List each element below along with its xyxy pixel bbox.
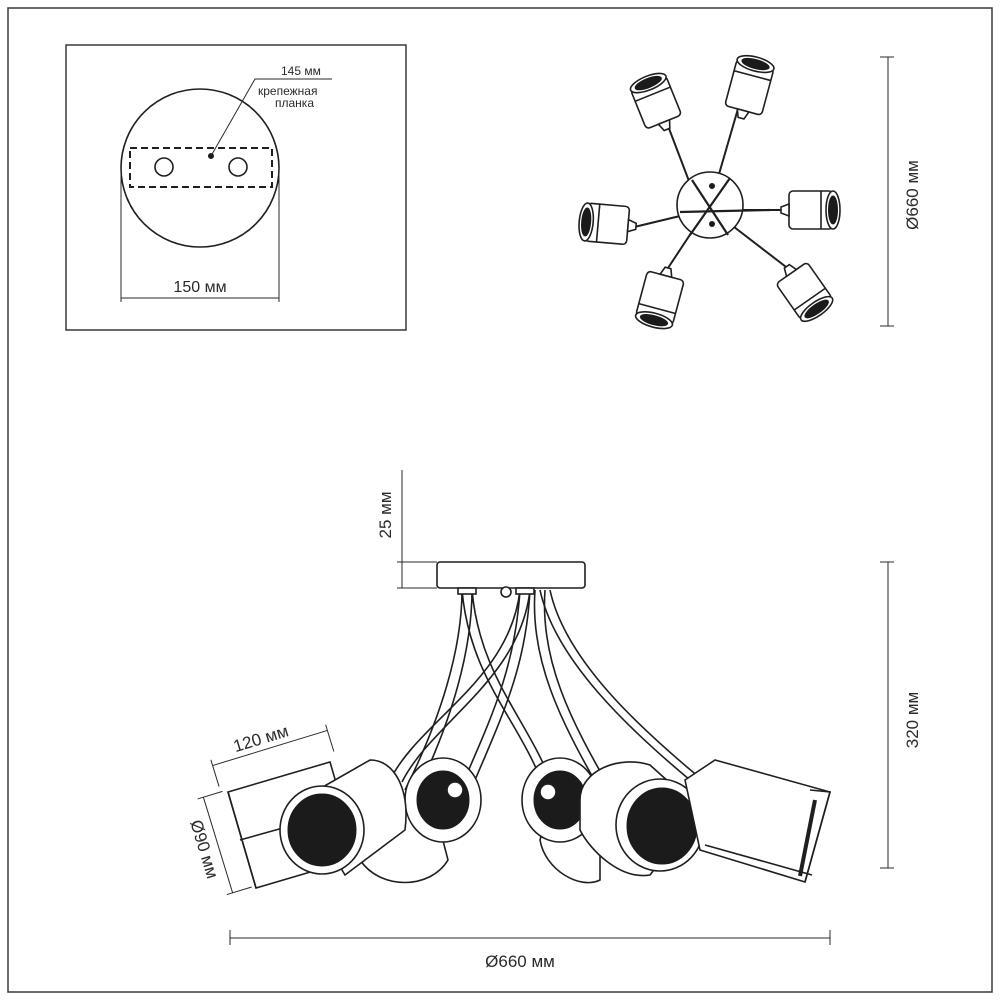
mounting-plate xyxy=(129,147,273,188)
total-height-label: 320 мм xyxy=(903,692,922,748)
top-shade-1 xyxy=(629,72,682,132)
top-shade-5 xyxy=(634,266,685,330)
mount-detail: 145 мм крепежная планка 150 мм xyxy=(65,44,407,331)
plate-hole-left xyxy=(154,157,174,177)
side-canopy xyxy=(436,561,586,589)
plate-leader-line xyxy=(210,78,332,157)
outer-frame xyxy=(7,7,993,993)
overall-diameter-label: Ø660 мм xyxy=(485,952,555,971)
top-diameter-label: Ø660 мм xyxy=(903,160,922,230)
mounting-base-circle xyxy=(120,88,280,248)
top-shade-2 xyxy=(724,54,775,120)
side-shade-right-front xyxy=(579,761,705,877)
side-view: 25 мм xyxy=(186,470,922,971)
top-shade-6 xyxy=(776,262,834,323)
plate-name-label-1: крепежная xyxy=(258,84,317,98)
plate-name-label-2: планка xyxy=(275,96,314,110)
top-shade-4 xyxy=(578,202,638,246)
side-shade-right-outer xyxy=(684,759,832,884)
mount-detail-box xyxy=(65,44,407,331)
shade-diameter-label: Ø90 мм xyxy=(186,818,222,881)
top-shade-3 xyxy=(780,190,841,230)
side-shade-left-front xyxy=(279,759,407,877)
top-view: Ø660 мм xyxy=(578,54,922,330)
base-diameter-label: 150 мм xyxy=(173,279,226,296)
plate-width-label: 145 мм xyxy=(281,64,321,78)
canopy-height-label: 25 мм xyxy=(376,491,395,538)
side-arms xyxy=(389,589,701,793)
plate-hole-right xyxy=(228,157,248,177)
